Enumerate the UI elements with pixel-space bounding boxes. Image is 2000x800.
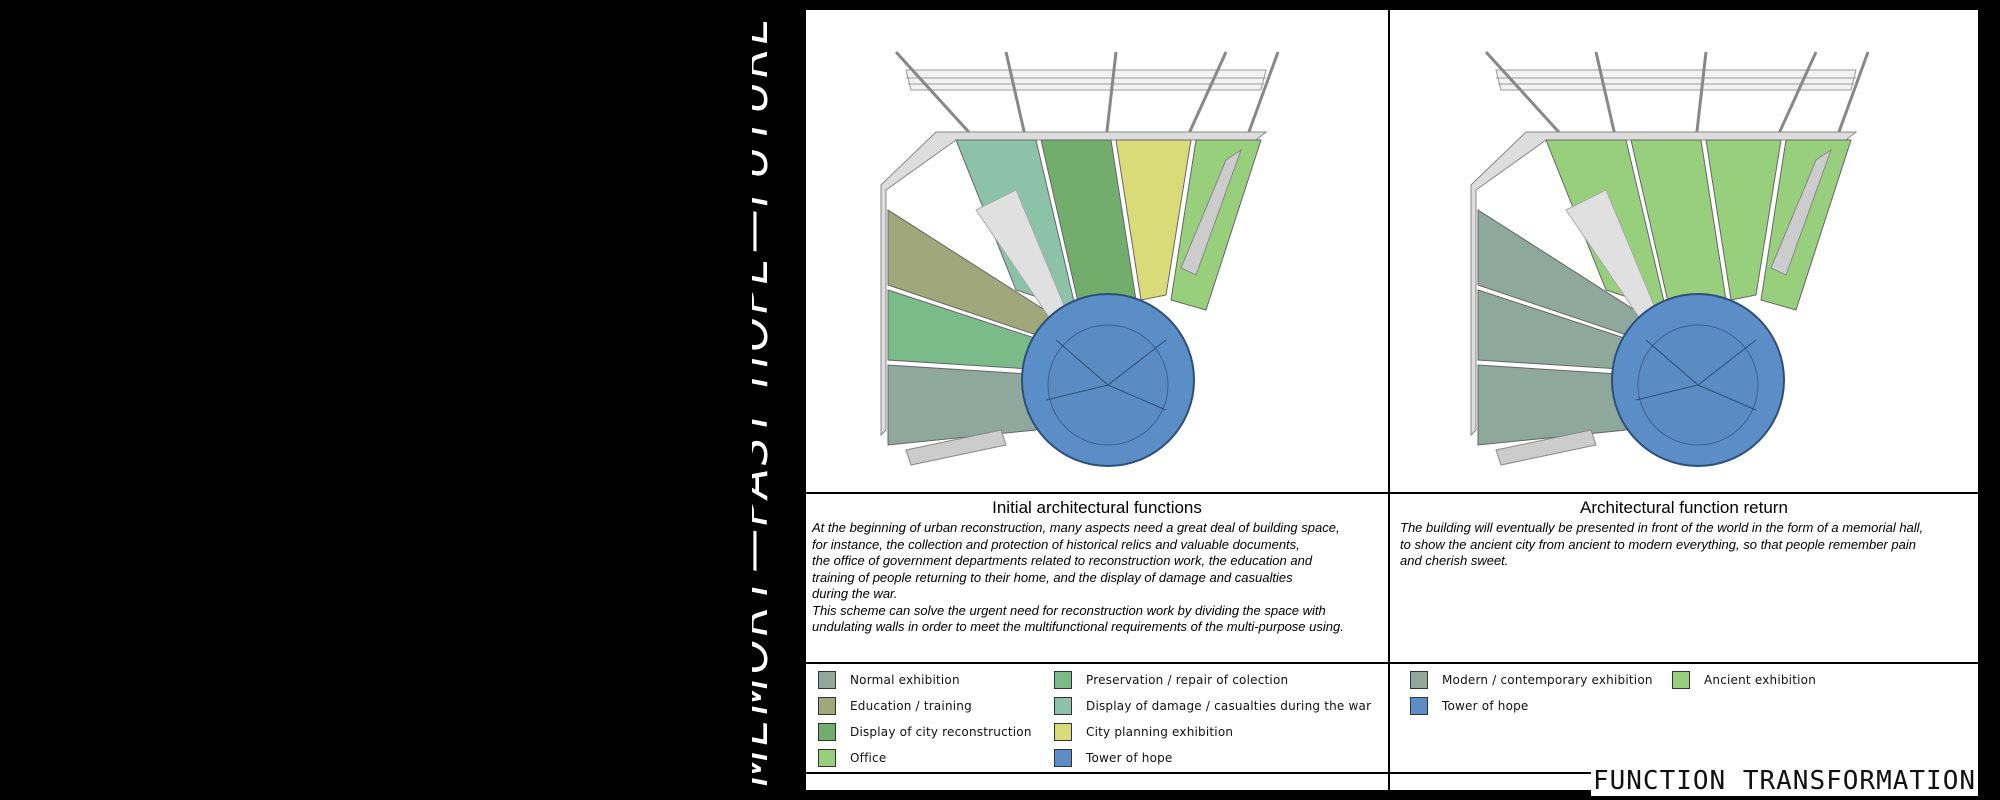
vertical-title-text: MEMORY—PAST HOPE—FUTURE (752, 14, 778, 786)
legend-swatch (1054, 697, 1072, 715)
legend-item: Tower of hope (1410, 696, 1529, 716)
legend-label: Display of damage / casualties during th… (1086, 699, 1372, 713)
legend-label: Education / training (850, 699, 972, 713)
legend-swatch (1054, 671, 1072, 689)
legend-item: Office (818, 748, 886, 768)
legend-item: Education / training (818, 696, 972, 716)
area-city-planning (1115, 139, 1192, 301)
roof-grid (905, 69, 1267, 91)
legend-swatch (818, 749, 836, 767)
legend-label: Normal exhibition (850, 673, 960, 687)
legend-swatch (818, 697, 836, 715)
legend-swatch (818, 723, 836, 741)
legend-label: Preservation / repair of colection (1086, 673, 1289, 687)
legend-swatch (1672, 671, 1690, 689)
legend-label: Modern / contemporary exhibition (1442, 673, 1653, 687)
legend-label: Display of city reconstruction (850, 725, 1032, 739)
legend-item: City planning exhibition (1054, 722, 1233, 742)
legend-swatch (1054, 749, 1072, 767)
legend-item: Preservation / repair of colection (1054, 670, 1288, 690)
legend-item: Tower of hope (1054, 748, 1173, 768)
plan-function-return (1470, 50, 1870, 467)
legend-swatch (1054, 723, 1072, 741)
vertical-title: MEMORY—PAST HOPE—FUTURE (727, 13, 802, 786)
legend-item: Normal exhibition (818, 670, 960, 690)
footer-title: FUNCTION TRANSFORMATION (1590, 766, 1978, 796)
beams (894, 50, 1280, 142)
legend-label: Office (850, 751, 887, 765)
plan-initial-functions (880, 50, 1280, 467)
legend-item: Display of damage / casualties during th… (1054, 696, 1371, 716)
legend-item: Display of city reconstruction (818, 722, 1032, 742)
panel-title-initial: Initial architectural functions (992, 498, 1202, 517)
legend-label: Tower of hope (1086, 751, 1173, 765)
description-return: The building will eventually be presente… (1400, 520, 1924, 568)
legend-swatch (1410, 671, 1428, 689)
area-normal-exhibition (887, 364, 1045, 446)
legend-swatch (818, 671, 836, 689)
description-initial: At the beginning of urban reconstruction… (812, 520, 1344, 634)
legend-label: City planning exhibition (1086, 725, 1234, 739)
legend-item: Modern / contemporary exhibition (1410, 670, 1653, 690)
function-board: Initial architectural functions Architec… (806, 10, 1978, 796)
legend-label: Tower of hope (1442, 699, 1529, 713)
legend-label: Ancient exhibition (1704, 673, 1817, 687)
legend-item: Ancient exhibition (1672, 670, 1816, 690)
legend-swatch (1410, 697, 1428, 715)
panel-title-return: Architectural function return (1580, 498, 1788, 517)
